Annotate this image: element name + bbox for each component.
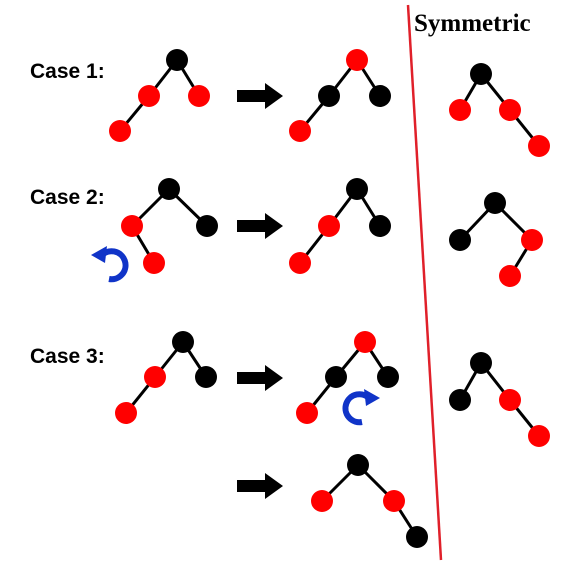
black-node	[196, 215, 218, 237]
tree-case3-rotated	[296, 331, 399, 424]
rotations-layer	[91, 246, 380, 426]
red-node	[521, 229, 543, 251]
black-node	[470, 63, 492, 85]
red-node	[449, 99, 471, 121]
black-node	[470, 352, 492, 374]
red-node	[528, 425, 550, 447]
red-node	[346, 49, 368, 71]
black-node	[347, 454, 369, 476]
black-node	[484, 192, 506, 214]
red-node	[109, 120, 131, 142]
red-node	[289, 120, 311, 142]
red-node	[188, 85, 210, 107]
black-node	[346, 178, 368, 200]
black-node	[172, 331, 194, 353]
red-node	[144, 366, 166, 388]
tree-case2-before	[121, 178, 218, 274]
black-node	[318, 85, 340, 107]
red-node	[354, 331, 376, 353]
red-node	[296, 402, 318, 424]
right-arrow-icon	[237, 365, 283, 391]
red-node	[311, 490, 333, 512]
black-node	[158, 178, 180, 200]
black-node	[369, 85, 391, 107]
red-node	[138, 85, 160, 107]
black-node	[406, 526, 428, 548]
case2-label: Case 2:	[30, 186, 105, 209]
black-node	[195, 366, 217, 388]
case3-label: Case 3:	[30, 345, 105, 368]
red-node	[383, 490, 405, 512]
red-node	[143, 252, 165, 274]
black-node	[377, 366, 399, 388]
tree-case1-after	[289, 49, 391, 142]
right-arrow-icon	[237, 213, 283, 239]
red-node	[499, 389, 521, 411]
tree-case3-symmetric	[449, 352, 550, 447]
symmetric-heading: Symmetric	[414, 10, 531, 37]
red-node	[115, 402, 137, 424]
black-node	[166, 49, 188, 71]
black-node	[369, 215, 391, 237]
case1-label: Case 1:	[30, 60, 105, 83]
tree-case1-symmetric	[449, 63, 550, 157]
tree-case1-before	[109, 49, 210, 142]
tree-case2-symmetric	[449, 192, 543, 287]
black-node	[449, 389, 471, 411]
red-node	[499, 99, 521, 121]
tree-case3-before	[115, 331, 217, 424]
symmetric-divider	[406, 4, 443, 561]
red-node	[289, 252, 311, 274]
red-node	[318, 215, 340, 237]
trees-layer	[109, 49, 550, 548]
red-node	[499, 265, 521, 287]
black-node	[325, 366, 347, 388]
rotate-arrow-icon	[342, 389, 380, 426]
tree-case3-final	[311, 454, 428, 548]
red-node	[528, 135, 550, 157]
right-arrow-icon	[237, 473, 283, 499]
tree-case2-after	[289, 178, 391, 274]
black-node	[449, 229, 471, 251]
right-arrow-icon	[237, 83, 283, 109]
arrows-layer	[237, 83, 283, 499]
rotate-arrow-icon	[91, 246, 129, 283]
red-node	[121, 215, 143, 237]
